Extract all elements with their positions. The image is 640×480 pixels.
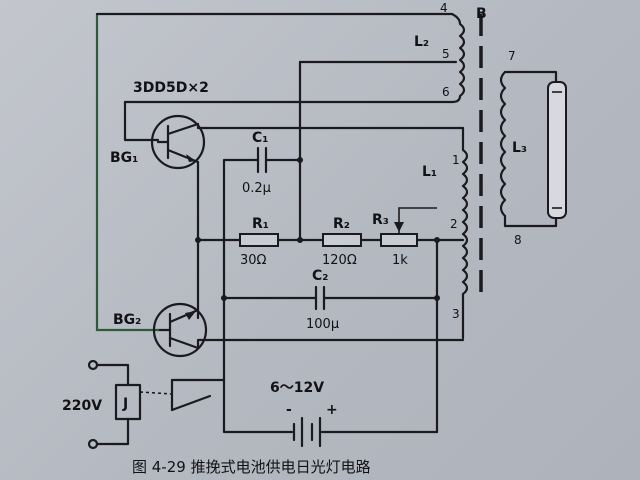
wire-pin6-to-BG1 bbox=[123, 100, 160, 142]
relay-J-label: J bbox=[122, 396, 128, 412]
transistor-BG1 bbox=[150, 114, 206, 170]
C1-value: 0.2μ bbox=[242, 181, 271, 196]
battery-minus-label: - bbox=[286, 402, 292, 418]
coil-L2 bbox=[450, 12, 466, 104]
wire-mains-top bbox=[95, 363, 130, 387]
pin-6-label: 6 bbox=[442, 85, 450, 99]
R3-wiper bbox=[398, 207, 437, 234]
R3-label: R₃ bbox=[372, 212, 389, 228]
wire-pin7-tube bbox=[503, 70, 558, 84]
wire-C1-left bbox=[222, 158, 260, 382]
figure-caption: 图 4-29 推挽式电池供电日光灯电路 bbox=[132, 458, 371, 476]
node-C1 bbox=[297, 157, 303, 163]
resistor-R1 bbox=[239, 233, 279, 247]
BG1-collector bbox=[166, 122, 200, 136]
pin-2-label: 2 bbox=[450, 217, 458, 231]
fluorescent-tube bbox=[547, 81, 567, 219]
wire-BG2-collector-pin3 bbox=[196, 338, 465, 350]
BG2-collector bbox=[168, 336, 200, 350]
transistor-BG2 bbox=[152, 302, 208, 358]
voltage-range-label: 6～12V bbox=[270, 380, 324, 396]
C1-label: C₁ bbox=[252, 130, 268, 146]
pin-5-label: 5 bbox=[442, 47, 450, 61]
coil-L3 bbox=[499, 70, 507, 218]
pin-4-label: 4 bbox=[440, 1, 448, 15]
mains-terminal-top bbox=[87, 359, 99, 371]
coil-L3-label: L₃ bbox=[512, 140, 527, 156]
BG2-label: BG₂ bbox=[113, 312, 141, 328]
pin-7-label: 7 bbox=[508, 49, 516, 63]
core-label-B: B bbox=[476, 6, 487, 22]
R1-value: 30Ω bbox=[240, 253, 267, 268]
coil-L1 bbox=[461, 126, 469, 340]
BG1-label: BG₁ bbox=[110, 150, 138, 166]
wire-battery-minus bbox=[222, 378, 294, 434]
coil-L2-label: L₂ bbox=[414, 34, 429, 50]
node-R2-left bbox=[297, 237, 303, 243]
mains-voltage-label: 220V bbox=[62, 398, 102, 414]
switch-blade bbox=[170, 394, 212, 412]
R2-value: 120Ω bbox=[322, 253, 357, 268]
pin-1-label: 1 bbox=[452, 153, 460, 167]
node-C2-left bbox=[221, 295, 227, 301]
wire-pin8-tube bbox=[503, 214, 558, 228]
node-R1-left bbox=[195, 237, 201, 243]
resistor-R2 bbox=[322, 233, 362, 247]
coil-L1-label: L₁ bbox=[422, 164, 437, 180]
C2-label: C₂ bbox=[312, 268, 328, 284]
wire-BG1-collector-to-L1 bbox=[196, 122, 465, 130]
battery-plus-label: + bbox=[326, 402, 338, 418]
C2-value: 100μ bbox=[306, 317, 339, 332]
R3-wiper-arrow bbox=[394, 222, 404, 232]
R3-value: 1k bbox=[392, 253, 408, 268]
pin-8-label: 8 bbox=[514, 233, 522, 247]
transistor-type-label: 3DD5D×2 bbox=[133, 80, 209, 96]
wire-left-loop bbox=[95, 14, 160, 332]
mains-terminal-bottom bbox=[87, 438, 99, 450]
R2-label: R₂ bbox=[333, 216, 350, 232]
relay-link bbox=[139, 391, 173, 395]
R1-label: R₁ bbox=[252, 216, 269, 232]
resistor-R3 bbox=[380, 233, 418, 247]
BG1-emitter-arrow bbox=[186, 154, 196, 162]
wire-mains-bottom bbox=[95, 417, 130, 446]
BG2-emitter-arrow bbox=[185, 311, 196, 320]
pin-3-label: 3 bbox=[452, 307, 460, 321]
